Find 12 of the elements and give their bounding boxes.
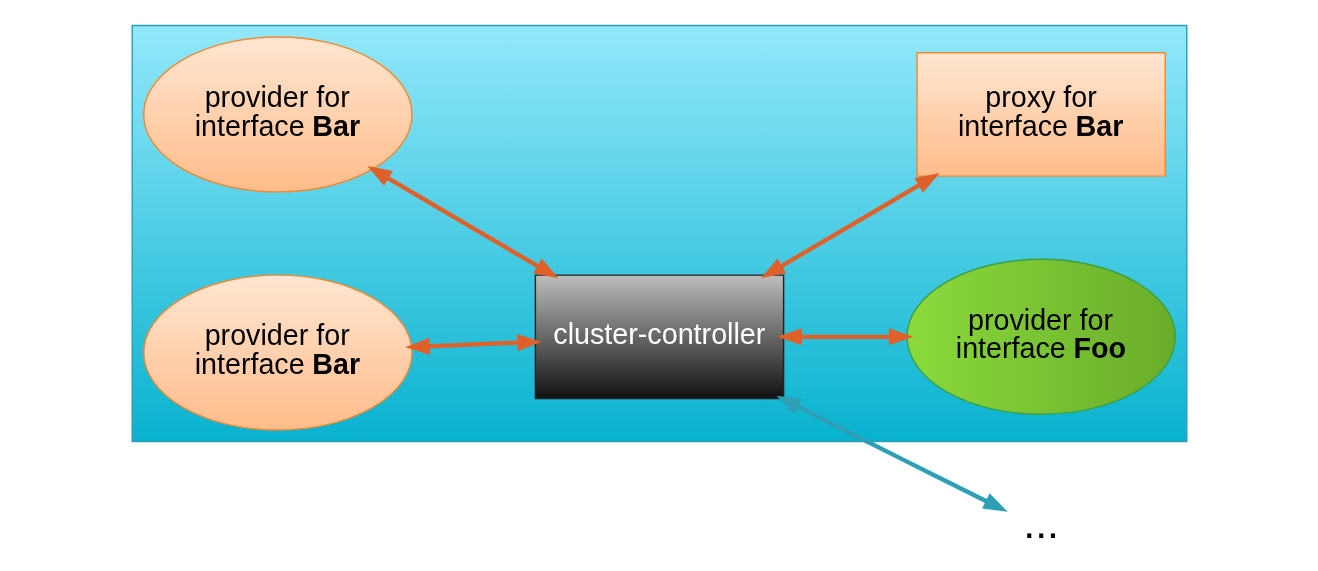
arrow	[366, 166, 558, 279]
node-box: cluster-controller	[534, 274, 784, 400]
node-ellipse: provider for interface Foo	[905, 258, 1176, 415]
node-ellipse: provider for interface Bar	[142, 274, 413, 431]
node-text: ...	[1022, 499, 1059, 548]
node-ellipse: provider for interface Bar	[142, 36, 413, 193]
arrow	[775, 395, 1008, 512]
arrow	[776, 328, 913, 346]
cluster	[131, 24, 1187, 443]
arrow	[760, 173, 940, 279]
node-box: proxy for interface Bar	[915, 52, 1166, 177]
arrow	[404, 334, 542, 355]
